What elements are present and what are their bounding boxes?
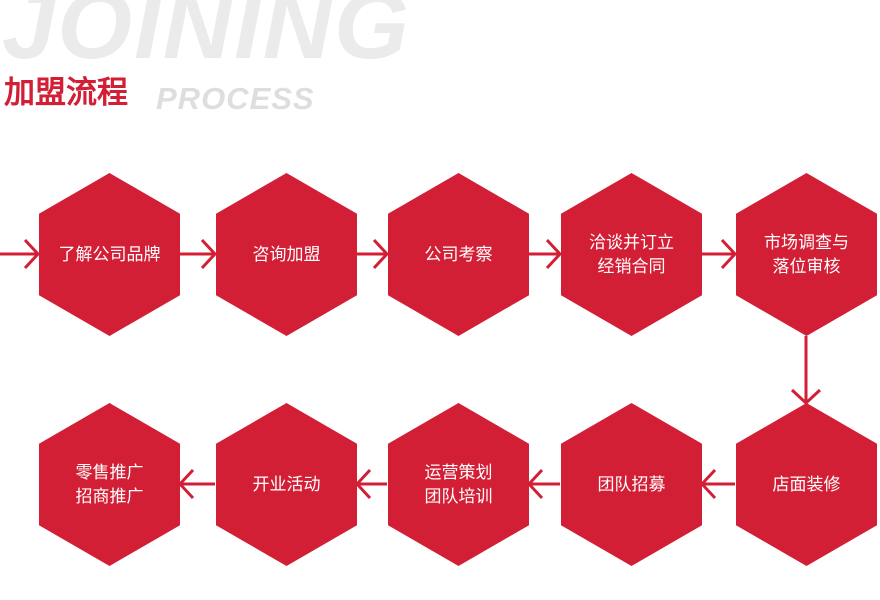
step-label: 开业活动 (252, 474, 321, 495)
section-subtitle: PROCESS (156, 81, 315, 116)
arrow-5-6 (790, 336, 822, 406)
arrow-8-9 (354, 468, 387, 500)
step-label: 咨询加盟 (252, 244, 321, 265)
arrow-6-7 (699, 468, 735, 500)
arrow-3-4 (529, 238, 563, 270)
step-label: 洽谈并订立 经销合同 (589, 232, 674, 277)
arrow-2-3 (357, 238, 390, 270)
arrow-9-10 (177, 468, 215, 500)
step-label: 公司考察 (424, 244, 493, 265)
step-label: 团队招募 (597, 474, 666, 495)
step-label: 店面装修 (772, 474, 841, 495)
step-label: 了解公司品牌 (58, 244, 161, 265)
arrow-4-5 (702, 238, 738, 270)
background-title-joining: JOINING (2, 0, 411, 79)
section-title: 加盟流程 (4, 75, 128, 111)
step-label: 运营策划 团队培训 (424, 462, 493, 507)
arrow-entry (0, 238, 41, 270)
arrow-7-8 (526, 468, 560, 500)
arrow-1-2 (180, 238, 218, 270)
step-label: 零售推广 招商推广 (75, 462, 144, 507)
step-label: 市场调查与 落位审核 (764, 232, 849, 277)
